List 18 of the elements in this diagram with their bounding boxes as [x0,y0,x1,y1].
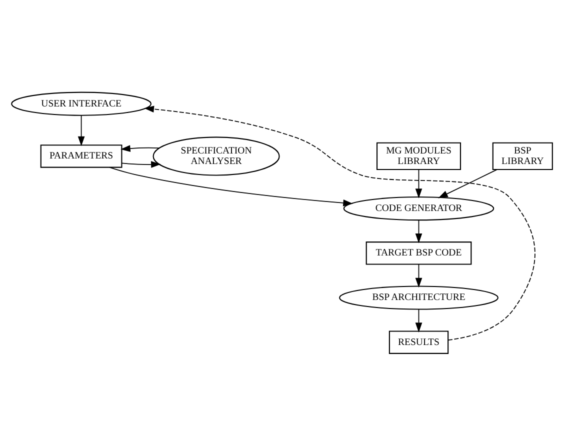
node-box: BSP LIBRARY [492,142,553,170]
node-box: TARGET BSP CODE [366,241,472,264]
arrow [120,144,160,152]
arrow [144,105,536,340]
arrow [415,308,422,332]
node-ellipse: BSP ARCHITECTURE [339,285,498,310]
node-box: RESULTS [388,330,449,354]
arrow [78,114,85,146]
node-ellipse: SPECIFICATION ANALYSER [152,136,280,176]
arrow [438,168,498,198]
node-ellipse: USER INTERFACE [11,91,152,116]
arrow [109,166,353,206]
arrow [415,219,422,243]
arrow [415,263,422,288]
arrow [415,168,422,198]
node-box: MG MODULES LIBRARY [376,142,462,170]
node-box: PARAMETERS [40,144,122,168]
arrow [121,160,161,168]
